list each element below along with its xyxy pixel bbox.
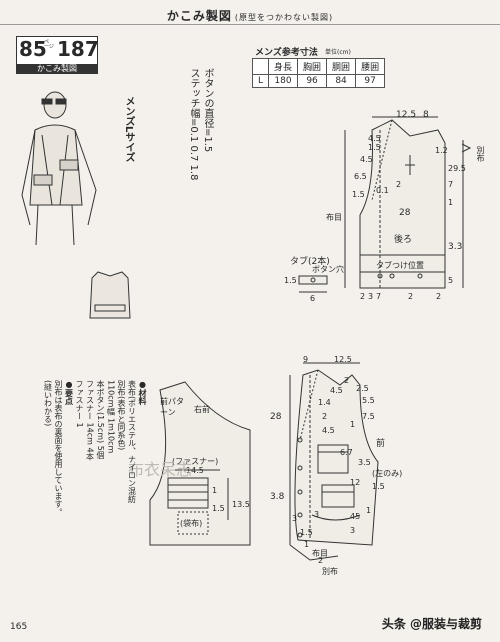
- back-dim-0-1: 0.1: [376, 186, 389, 195]
- front-dim-1-5b: 1.5: [300, 528, 313, 537]
- front-grain-label: 布目: [312, 549, 328, 558]
- front-dim-5-5: 5.5: [362, 396, 375, 405]
- page-ref-left-number: 85: [19, 37, 47, 61]
- back-dim-12-5: 12.5: [396, 110, 417, 120]
- front-dim-4-5b: 4.5: [322, 426, 335, 435]
- front-dim-3b: 3: [314, 510, 320, 519]
- back-tab-position-label: タブつけ位置: [376, 261, 424, 270]
- header-rule: [0, 24, 500, 25]
- pocket-dim-1-5: 1.5: [212, 504, 225, 513]
- pocket-dim-1: 1: [212, 486, 218, 495]
- pocket-bag-label: (袋布): [180, 519, 203, 528]
- front-dim-45: 45: [350, 512, 361, 521]
- back-dim-1-5b: 1.5: [352, 190, 365, 199]
- back-dim-4-5b: 4.5: [360, 155, 373, 164]
- back-piece-label: 後ろ: [394, 235, 413, 245]
- back-dim-2: 2: [396, 180, 402, 189]
- pocket-zipper-label: (ファスナー): [172, 457, 219, 466]
- back-dim-28: 28: [399, 208, 411, 218]
- back-dim-29-5: 29.5: [448, 164, 466, 173]
- back-grain-label: 布目: [326, 213, 342, 222]
- front-dim-6-7: 6.7: [340, 448, 353, 457]
- back-dim-1: 1: [448, 198, 454, 207]
- back-piece-drawing: [344, 116, 472, 289]
- front-dim-2c: 2: [318, 556, 324, 565]
- tab-piece-length: 6: [310, 294, 316, 303]
- page-number: 165: [10, 622, 28, 632]
- front-dim-3-5: 3.5: [358, 458, 371, 467]
- button-spec: ボタンの直径=1.5: [202, 68, 213, 153]
- front-dim-1: 1: [350, 420, 356, 429]
- back-dim-3: 3: [368, 292, 374, 301]
- front-dim-2b: 2: [322, 412, 328, 421]
- pocket-label-right: 右前: [194, 405, 210, 414]
- vest-back-thumbnail: [89, 271, 131, 319]
- size-label: メンズLサイズ: [123, 96, 134, 163]
- back-piece-note-bessfu: 別布: [476, 146, 485, 162]
- front-dim-7-5: 7.5: [362, 412, 375, 421]
- page-ref-caption: かこみ製図: [17, 64, 97, 74]
- pocket-dim-13-5: 13.5: [232, 500, 250, 509]
- tab-piece-note: ボタン穴: [312, 265, 344, 274]
- materials-notes: ●材料 表布(ポリエステル、ナイロン混紡 別布(表布と同系色) 110cm幅 1…: [43, 380, 148, 516]
- front-piece-drawing: [289, 362, 379, 561]
- back-dim-8: 8: [423, 110, 429, 120]
- size-table-unit: 単位(cm): [325, 49, 351, 56]
- front-dim-1-5: 1.5: [372, 482, 385, 491]
- back-dim-2b: 2: [360, 292, 366, 301]
- back-dim-1-5: 1.5: [368, 143, 381, 152]
- model-illustration: [21, 91, 97, 246]
- front-piece-side-label: (左のみ): [372, 469, 403, 478]
- front-dim-1b: 1: [366, 506, 372, 515]
- page-ref-label: ページ: [44, 39, 54, 50]
- back-dim-2d: 2: [436, 292, 442, 301]
- back-dim-5: 5: [448, 276, 454, 285]
- back-dim-33: 3.3: [448, 242, 463, 252]
- back-dim-2c: 2: [408, 292, 414, 301]
- tab-piece-width: 1.5: [284, 276, 297, 285]
- size-table-row: L 180 96 84 97: [251, 74, 386, 88]
- pocket-label-top: 前パターン: [160, 397, 184, 417]
- front-dim-28: 28: [270, 412, 282, 422]
- front-dim-2-5: 2.5: [356, 384, 369, 393]
- size-table: 身長 胸囲 胴囲 腰囲 L 180 96 84 97: [251, 58, 386, 88]
- source-watermark: 头条 @服装与裁剪: [381, 617, 482, 631]
- front-dim-2: 2: [344, 376, 350, 385]
- tab-piece-title: タブ(2本): [290, 257, 330, 267]
- faint-watermark: 布衣呆志: [128, 460, 193, 479]
- page-title: かこみ製図(原型をつかわない製図): [166, 9, 334, 23]
- back-dim-1-2: 1.2: [435, 146, 448, 155]
- back-dim-7: 7: [448, 180, 454, 189]
- back-dim-4-5a: 4.5: [368, 134, 381, 143]
- pocket-piece-drawing: [149, 381, 251, 546]
- front-dim-9: 9: [303, 355, 309, 364]
- front-dim-38: 3.8: [270, 492, 285, 502]
- pocket-zipper-dims: 14.5: [186, 466, 204, 475]
- front-dim-1c: 1: [304, 540, 310, 549]
- front-dim-4-5: 4.5: [330, 386, 343, 395]
- back-dim-6-5: 6.5: [354, 172, 367, 181]
- front-piece-label: 前: [376, 439, 386, 449]
- tab-piece-drawing: [298, 275, 328, 293]
- front-piece-note: 別布: [322, 567, 338, 576]
- size-table-title: メンズ参考寸法: [255, 48, 318, 58]
- page-reference-box: 85 ページ 187 かこみ製図: [16, 36, 99, 74]
- page-ref-right-number: 187: [57, 37, 99, 61]
- front-dim-12: 12: [350, 478, 361, 487]
- front-dim-3c: 3: [350, 526, 356, 535]
- stitch-spec: ステッチ幅=0.1 0.7 1.8: [188, 68, 199, 181]
- front-dim-12-5: 12.5: [334, 355, 352, 364]
- front-dim-1-4: 1.4: [318, 398, 331, 407]
- back-dim-7b: 7: [376, 292, 382, 301]
- front-dim-3: 3: [292, 514, 298, 523]
